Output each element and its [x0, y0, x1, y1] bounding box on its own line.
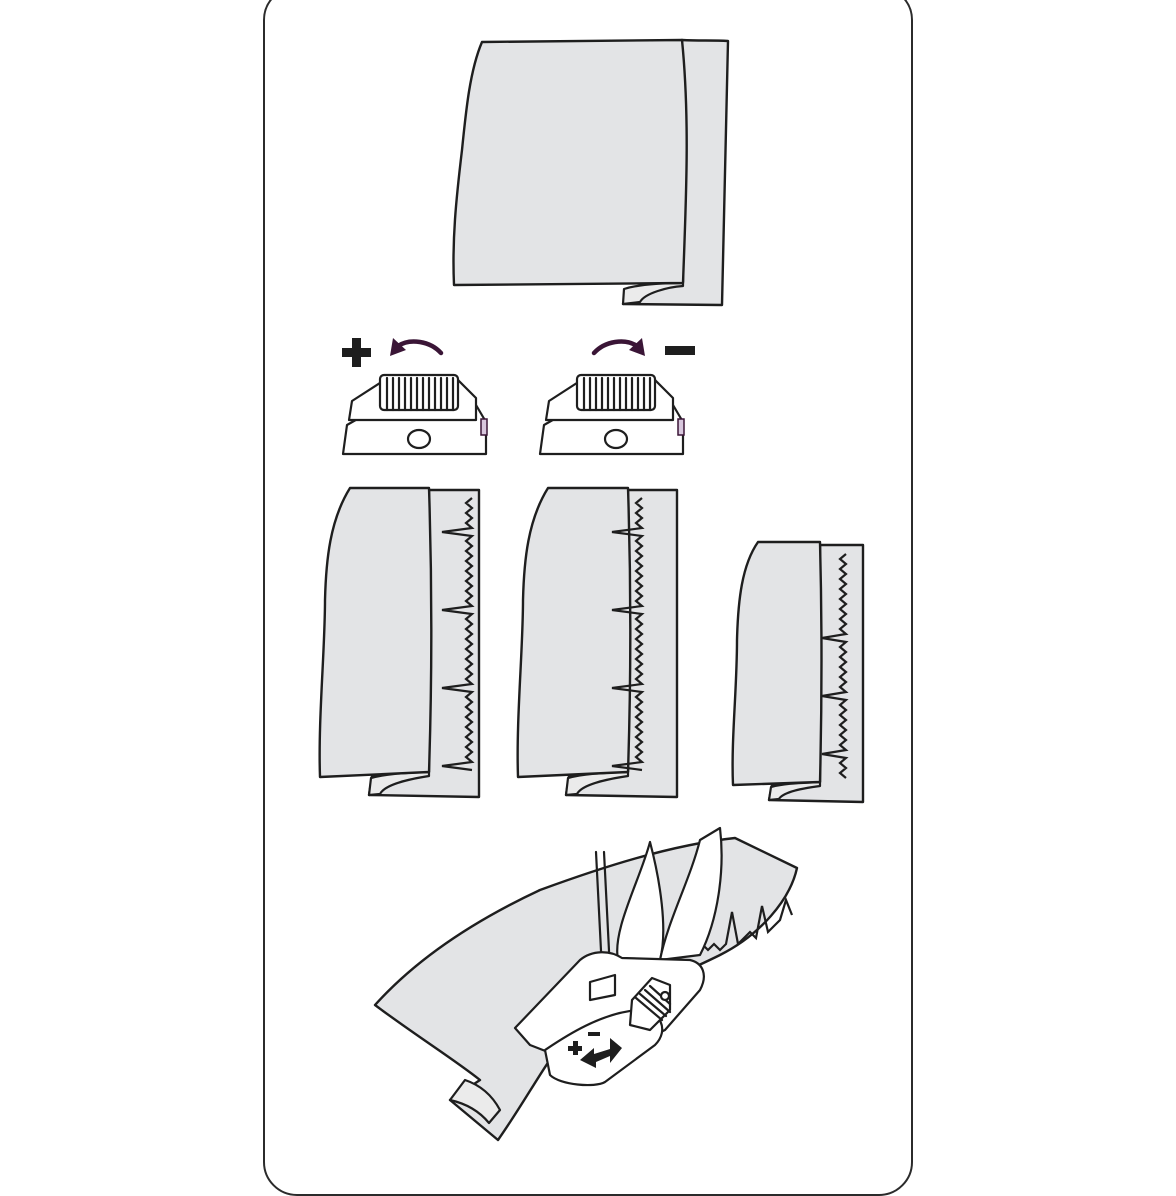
folded-fabric [452, 38, 730, 307]
adjust-plus-group [341, 338, 488, 456]
stitch-line-3 [821, 553, 849, 779]
sample-wide-stitch [318, 486, 481, 799]
plus-icon [568, 1041, 582, 1055]
fabric-fold-edge [621, 281, 685, 306]
adjustment-wheel-icon [341, 373, 488, 456]
stitch-line-2 [611, 497, 645, 772]
adjust-direction-arrow-icon [580, 1038, 622, 1068]
minus-icon [665, 346, 695, 355]
counterclockwise-arrow-icon [390, 338, 444, 356]
minus-icon [588, 1032, 600, 1036]
fabric-front-layer [452, 38, 688, 287]
plus-icon [342, 338, 371, 367]
adjustment-wheel-icon [538, 373, 685, 456]
sample-narrow-stitch [516, 486, 679, 799]
sample-correct-stitch [731, 540, 865, 804]
sewing-scene [373, 826, 799, 1142]
clockwise-arrow-icon [591, 338, 645, 356]
hem-fold [448, 1078, 502, 1125]
stitch-line-1 [441, 497, 475, 772]
adjust-minus-group [538, 338, 695, 456]
